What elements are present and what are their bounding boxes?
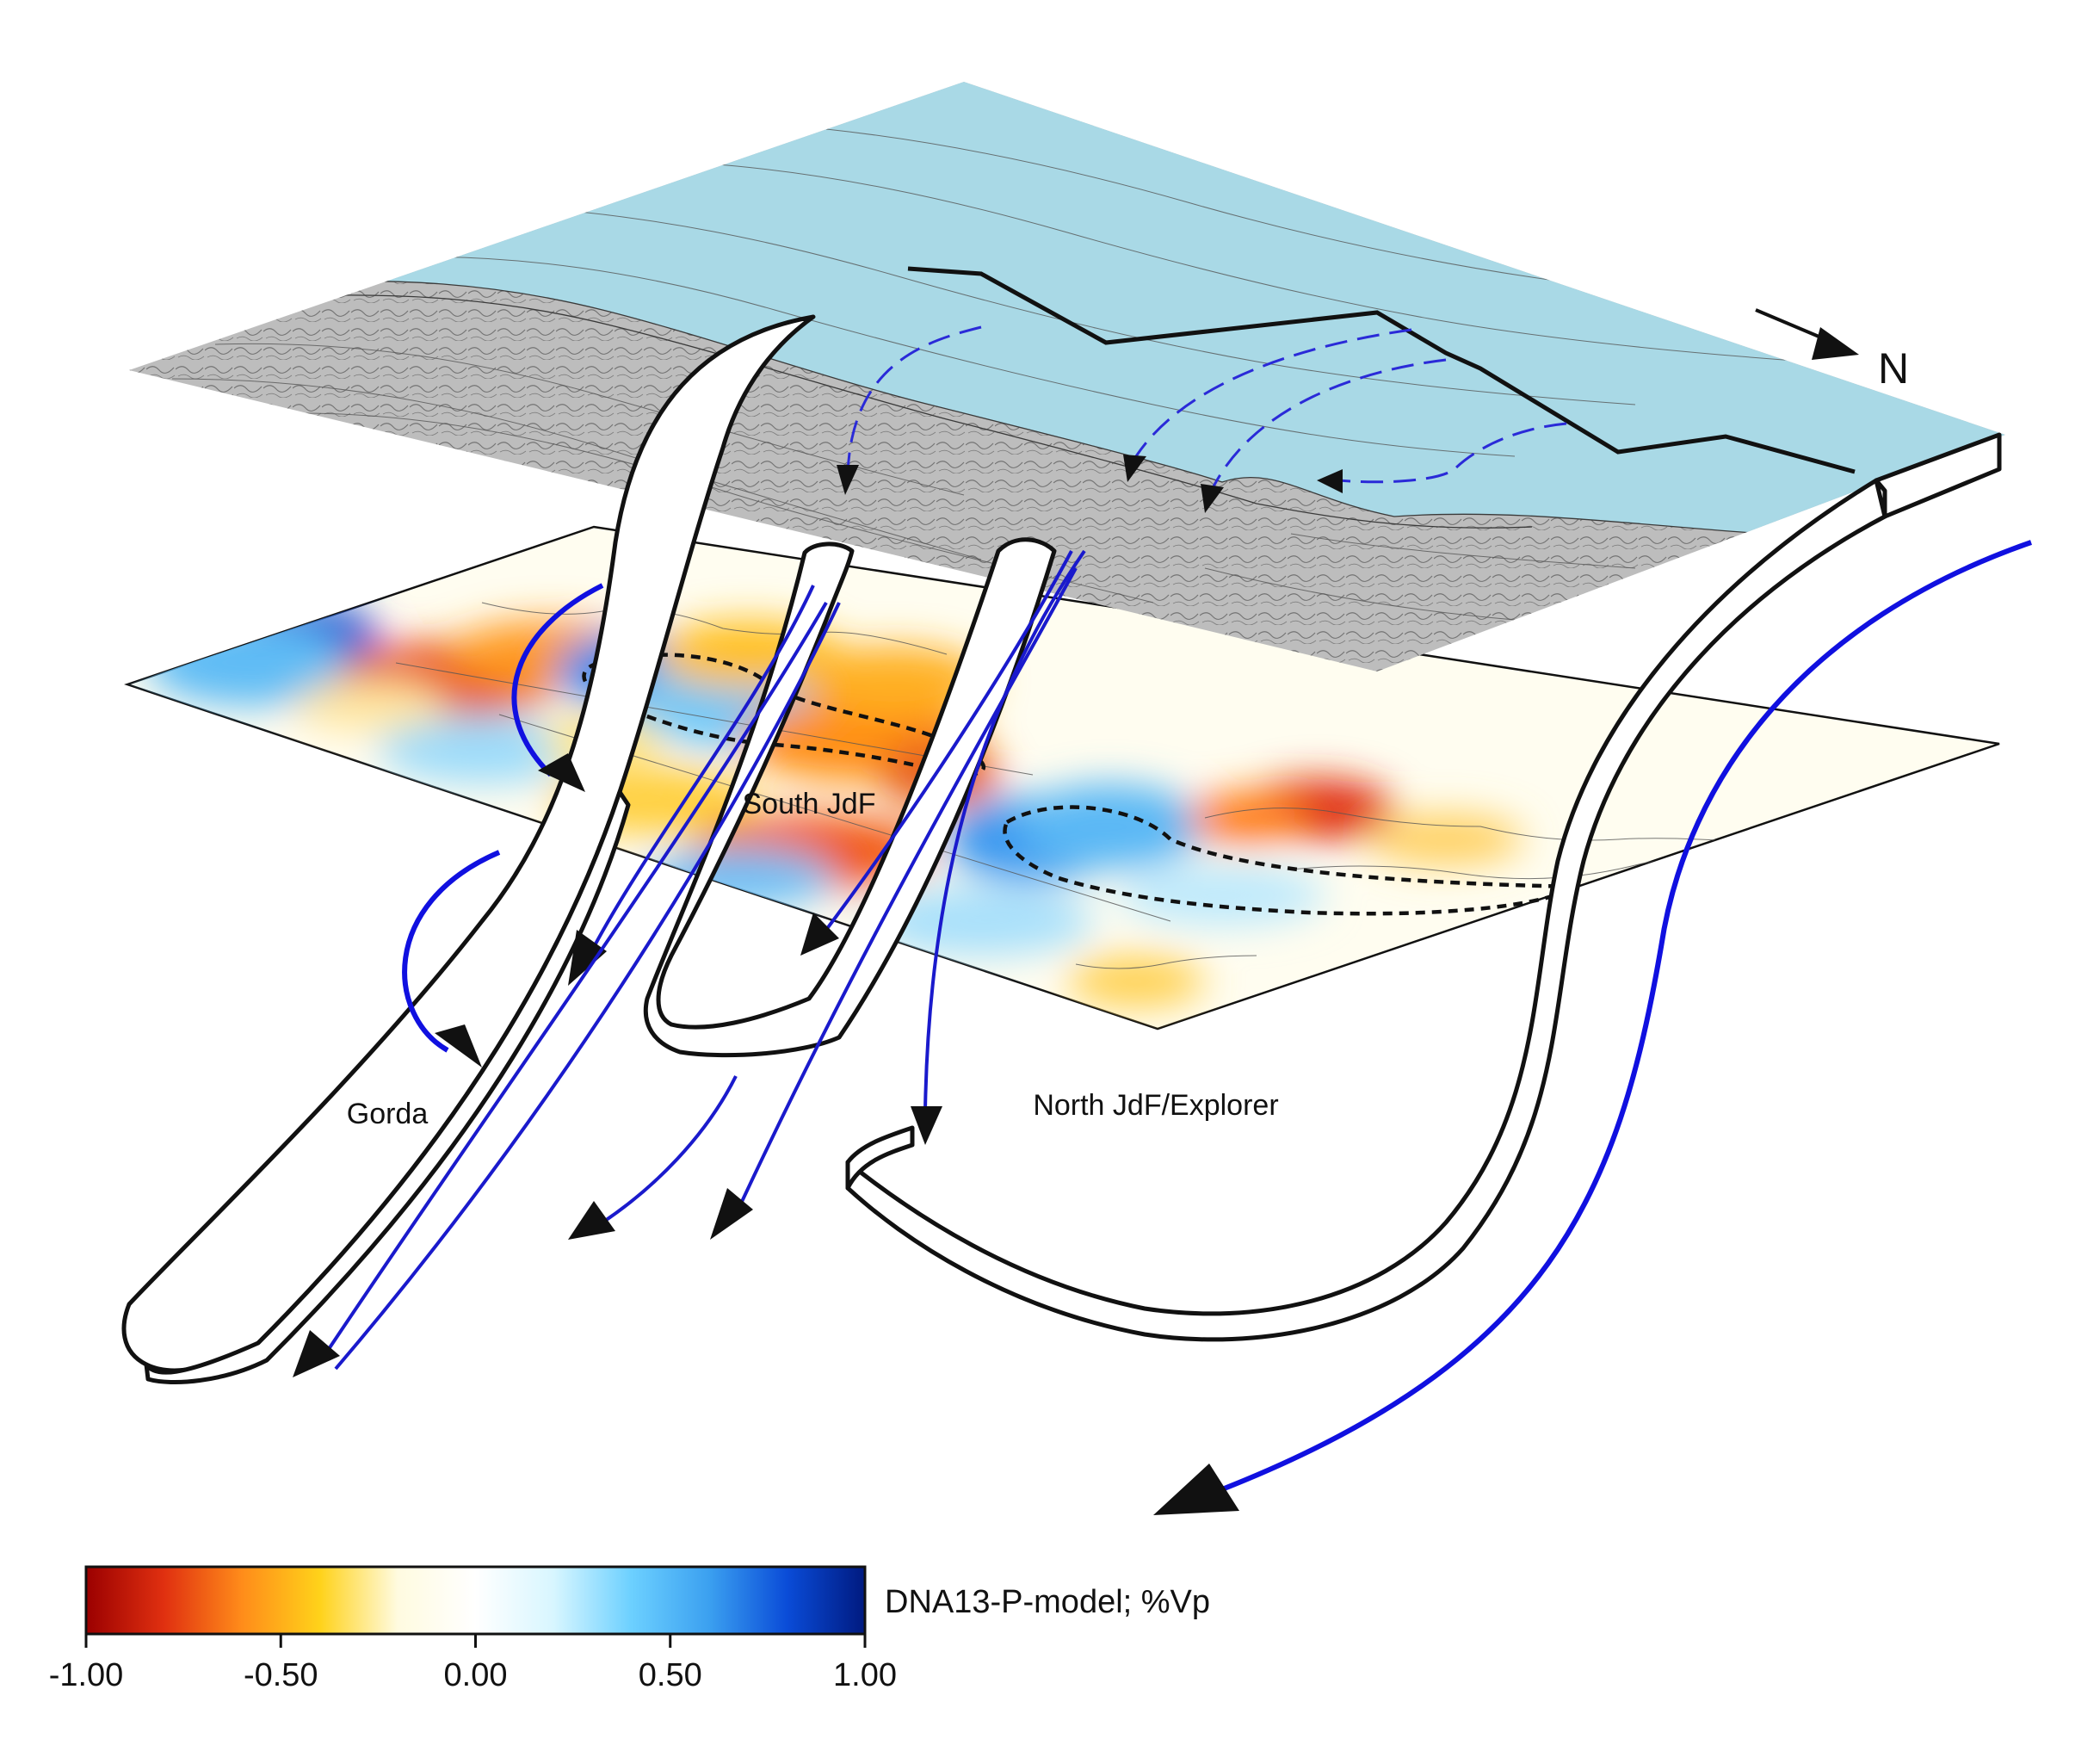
colorbar: -1.00 -0.50 0.00 0.50 1.00 DNA13-P-model; %V… xyxy=(49,1565,1210,1693)
slab-south-jdf xyxy=(643,537,1057,1058)
colorbar-ticks: -1.00 -0.50 0.00 0.50 1.00 xyxy=(49,1634,897,1693)
surface-flow-arrow-3 xyxy=(1212,358,1447,487)
plate-boundary-line xyxy=(907,266,1856,474)
label-south-jdf: South JdF xyxy=(743,788,876,820)
colorbar-tick-label: -0.50 xyxy=(244,1657,318,1693)
label-north-jdf-explorer: North JdF/Explorer xyxy=(1033,1089,1278,1122)
flow-arrow-sjdf-2 xyxy=(325,601,828,1353)
surface-flow-arrow-4 xyxy=(1337,422,1567,484)
flow-arrow-njdf-3 xyxy=(923,549,1086,1111)
flow-arrow-gorda-lower xyxy=(402,850,501,1053)
slab-north-jdf-explorer xyxy=(845,432,2002,1342)
label-gorda: Gorda xyxy=(347,1098,429,1130)
surface-flow-arrow-2 xyxy=(1134,328,1412,457)
north-arrow: N xyxy=(1755,308,1909,393)
anomaly-outline-north-jdf xyxy=(1003,805,1582,916)
flow-arrow-sjdf-3 xyxy=(334,602,841,1371)
mantle-flow-arrows xyxy=(293,540,2032,1515)
north-label: N xyxy=(1878,344,1909,393)
surface-map-plane xyxy=(129,82,2005,671)
colorbar-bar xyxy=(84,1565,867,1636)
colorbar-tick-label: -1.00 xyxy=(49,1657,124,1693)
flow-arrow-sjdf-4 xyxy=(601,1075,738,1224)
surface-flow-arrow-1 xyxy=(846,325,982,474)
flow-arrow-explorer-long xyxy=(1220,540,2032,1492)
flow-arrow-explorer-head xyxy=(1153,1464,1239,1515)
colorbar-tick-label: 1.00 xyxy=(833,1657,897,1693)
north-arrow-icon xyxy=(1812,327,1859,360)
colorbar-title: DNA13-P-model; %Vp xyxy=(885,1584,1210,1620)
colorbar-tick-label: 0.50 xyxy=(639,1657,702,1693)
flow-arrow-sjdf-1 xyxy=(592,585,815,948)
slab-gorda xyxy=(121,314,816,1384)
flow-arrow-njdf-2 xyxy=(738,567,1078,1206)
flow-arrow-njdf-1 xyxy=(825,550,1073,931)
flow-arrow-gorda-upper xyxy=(511,583,604,777)
colorbar-tick-label: 0.00 xyxy=(444,1657,508,1693)
